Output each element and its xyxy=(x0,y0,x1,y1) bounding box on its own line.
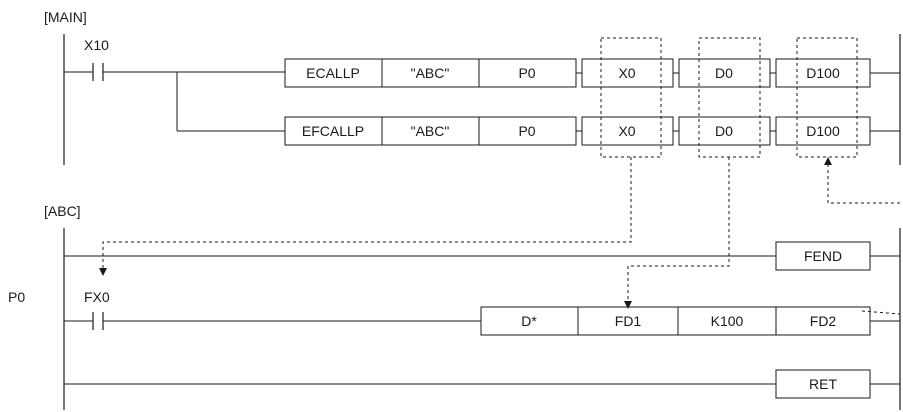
instruction-row-dmul: D* FD1 K100 FD2 xyxy=(480,306,900,336)
rung1-arg-d0: D0 xyxy=(715,65,733,81)
arrow-fd2-to-d100 xyxy=(824,157,900,204)
sub-arg-fd2: FD2 xyxy=(810,313,837,329)
ret-label: RET xyxy=(809,376,837,392)
highlight-x0-column xyxy=(600,37,662,158)
rung2-arg-name: "ABC" xyxy=(411,123,450,139)
rung1-arg-name: "ABC" xyxy=(411,65,450,81)
sub-arg-fd1: FD1 xyxy=(615,313,642,329)
contact-fx0-label: FX0 xyxy=(84,289,110,305)
arrow-fd2-out xyxy=(861,310,901,315)
rung2-arg-pointer: P0 xyxy=(518,123,535,139)
pointer-p0-label: P0 xyxy=(8,289,25,305)
highlight-d0-column xyxy=(698,37,761,158)
fend-label: FEND xyxy=(804,248,842,264)
instruction-row-ecallp: ECALLP "ABC" P0 X0 D0 D100 xyxy=(284,58,900,88)
rung2-instruction: EFCALLP xyxy=(302,123,364,139)
contact-x10-label: X10 xyxy=(84,37,109,53)
sub-instruction: D* xyxy=(521,313,537,329)
rung2-arg-d100: D100 xyxy=(806,123,840,139)
arrow-d0-to-fd1 xyxy=(624,157,730,309)
rung2-arg-d0: D0 xyxy=(715,123,733,139)
sub-arg-k100: K100 xyxy=(711,313,744,329)
rung1-arg-d100: D100 xyxy=(806,65,840,81)
subroutine-title: [ABC] xyxy=(44,203,81,219)
rung1-arg-pointer: P0 xyxy=(518,65,535,81)
rung1-arg-x0: X0 xyxy=(618,65,635,81)
arrow-x0-to-fx0 xyxy=(99,157,632,276)
main-program-title: [MAIN] xyxy=(44,9,87,25)
rung2-arg-x0: X0 xyxy=(618,123,635,139)
instruction-row-efcallp: EFCALLP "ABC" P0 X0 D0 D100 xyxy=(284,116,900,146)
highlight-d100-column xyxy=(796,37,858,158)
rung1-instruction: ECALLP xyxy=(306,65,360,81)
